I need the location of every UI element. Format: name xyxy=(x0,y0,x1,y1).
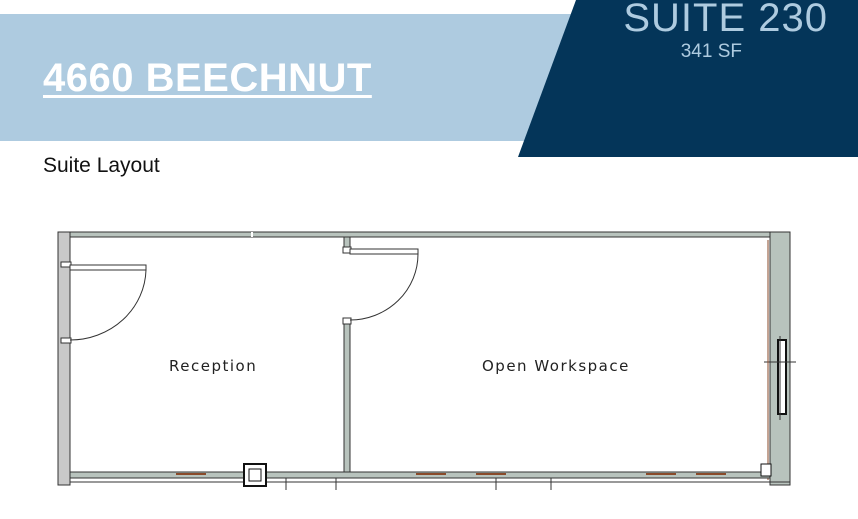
suite-title: SUITE 230 xyxy=(623,0,828,40)
workspace-door-leaf xyxy=(349,248,419,255)
suite-block xyxy=(518,0,858,157)
floor-plan xyxy=(57,231,796,490)
reception-door-swing xyxy=(69,269,147,341)
suite-area: 341 SF xyxy=(680,41,742,62)
window-frame xyxy=(777,339,787,415)
reception-door-leaf xyxy=(69,264,147,271)
top-wall xyxy=(69,231,771,238)
building-name: 4660 BEECHNUT xyxy=(43,56,372,100)
partition-wall-lower xyxy=(343,321,351,473)
room-label-open-workspace: Open Workspace xyxy=(482,357,630,375)
room-label-reception: Reception xyxy=(169,357,258,375)
workspace-door-swing xyxy=(349,253,419,321)
left-wall xyxy=(57,231,71,486)
header-banner xyxy=(0,14,600,141)
section-title: Suite Layout xyxy=(43,154,160,177)
